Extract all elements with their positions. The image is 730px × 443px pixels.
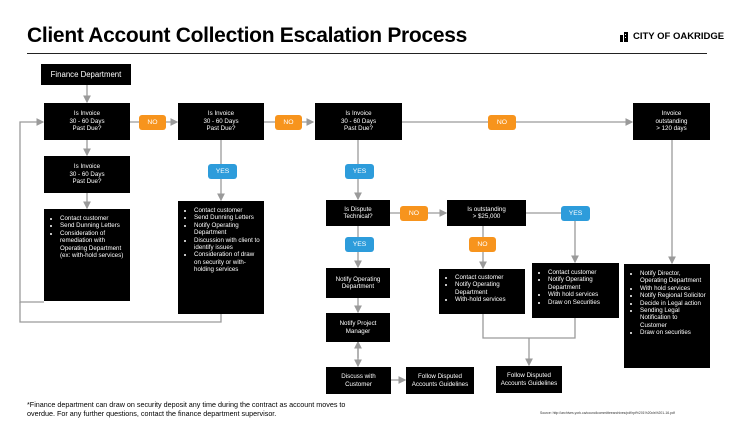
follow-guidelines-node-1: Follow Disputed Accounts Guidelines bbox=[406, 367, 474, 394]
notify-project-manager-node: Notify Project Manager bbox=[326, 313, 390, 342]
col1-actions: Contact customer Send Dunning Letters Co… bbox=[44, 209, 130, 301]
no-label-2: NO bbox=[275, 115, 302, 130]
list-item: Contact customer bbox=[548, 269, 615, 276]
outstanding-amount-decision: Is outstanding > $25,000 bbox=[447, 200, 526, 226]
list-item: Contact customer bbox=[194, 207, 260, 214]
q1b-decision: Is Invoice 30 - 60 Days Past Due? bbox=[44, 156, 130, 193]
list-item: Notify Director, Operating Department bbox=[640, 270, 706, 285]
no-label-3: NO bbox=[488, 115, 516, 130]
footnote: *Finance department can draw on security… bbox=[27, 400, 346, 419]
brand: CITY OF OAKRIDGE bbox=[619, 31, 724, 42]
brand-name: CITY OF OAKRIDGE bbox=[633, 31, 725, 42]
yes-label-1: YES bbox=[208, 164, 237, 179]
no-label-5: NO bbox=[469, 237, 496, 252]
q4-decision: Invoice outstanding > 120 days bbox=[633, 103, 710, 140]
source-link[interactable]: Source: http://archives.york.ca/councilc… bbox=[540, 411, 675, 415]
yes-label-3: YES bbox=[345, 237, 374, 252]
list-item: Send Dunning Letters bbox=[60, 222, 126, 229]
list-item: Decide in Legal action bbox=[640, 300, 706, 307]
q3-decision: Is Invoice 30 - 60 Days Past Due? bbox=[315, 103, 402, 140]
list-item: Notify Operating Department bbox=[548, 276, 615, 291]
col2-actions: Contact customer Send Dunning Letters No… bbox=[178, 201, 264, 314]
page-title: Client Account Collection Escalation Pro… bbox=[27, 24, 467, 47]
title-divider bbox=[27, 53, 707, 54]
list-item: With hold services bbox=[640, 285, 706, 292]
list-item: With-hold services bbox=[455, 296, 521, 303]
no-branch-actions: Contact customer Notify Operating Depart… bbox=[439, 269, 525, 314]
no-label-4: NO bbox=[400, 206, 428, 221]
list-item: Contact customer bbox=[455, 274, 521, 281]
list-item: Contact customer bbox=[60, 215, 126, 222]
list-item: Notify Regional Solicitor bbox=[640, 292, 706, 299]
q2-decision: Is Invoice 30 - 60 Days Past Due? bbox=[178, 103, 264, 140]
list-item: Send Dunning Letters bbox=[194, 214, 260, 221]
follow-guidelines-node-2: Follow Disputed Accounts Guidelines bbox=[496, 366, 562, 393]
list-item: Discussion with client to identify issue… bbox=[194, 237, 260, 252]
list-item: Draw on securities bbox=[640, 329, 706, 336]
final-actions: Notify Director, Operating Department Wi… bbox=[624, 264, 710, 368]
list-item: Draw on Securities bbox=[548, 299, 615, 306]
finance-department-node: Finance Department bbox=[41, 64, 131, 85]
yes-label-2: YES bbox=[345, 164, 374, 179]
list-item: Notify Operating Department bbox=[455, 281, 521, 296]
notify-operating-node: Notify Operating Department bbox=[326, 268, 390, 298]
q1-decision: Is Invoice 30 - 60 Days Past Due? bbox=[44, 103, 130, 140]
list-item: Notify Operating Department bbox=[194, 222, 260, 237]
building-logo-icon bbox=[620, 32, 628, 42]
no-label-1: NO bbox=[139, 115, 166, 130]
yes-branch-actions: Contact customer Notify Operating Depart… bbox=[532, 263, 619, 318]
yes-label-4: YES bbox=[561, 206, 590, 221]
list-item: Consideration of remediation with Operat… bbox=[60, 230, 126, 260]
list-item: Sending Legal Notification to Customer bbox=[640, 307, 706, 329]
list-item: Consideration of draw on security or wit… bbox=[194, 251, 260, 273]
discuss-customer-node: Discuss with Customer bbox=[326, 367, 391, 394]
dispute-technical-decision: Is Dispute Technical? bbox=[326, 200, 390, 226]
list-item: With hold services bbox=[548, 291, 615, 298]
finance-department-label: Finance Department bbox=[50, 69, 122, 79]
